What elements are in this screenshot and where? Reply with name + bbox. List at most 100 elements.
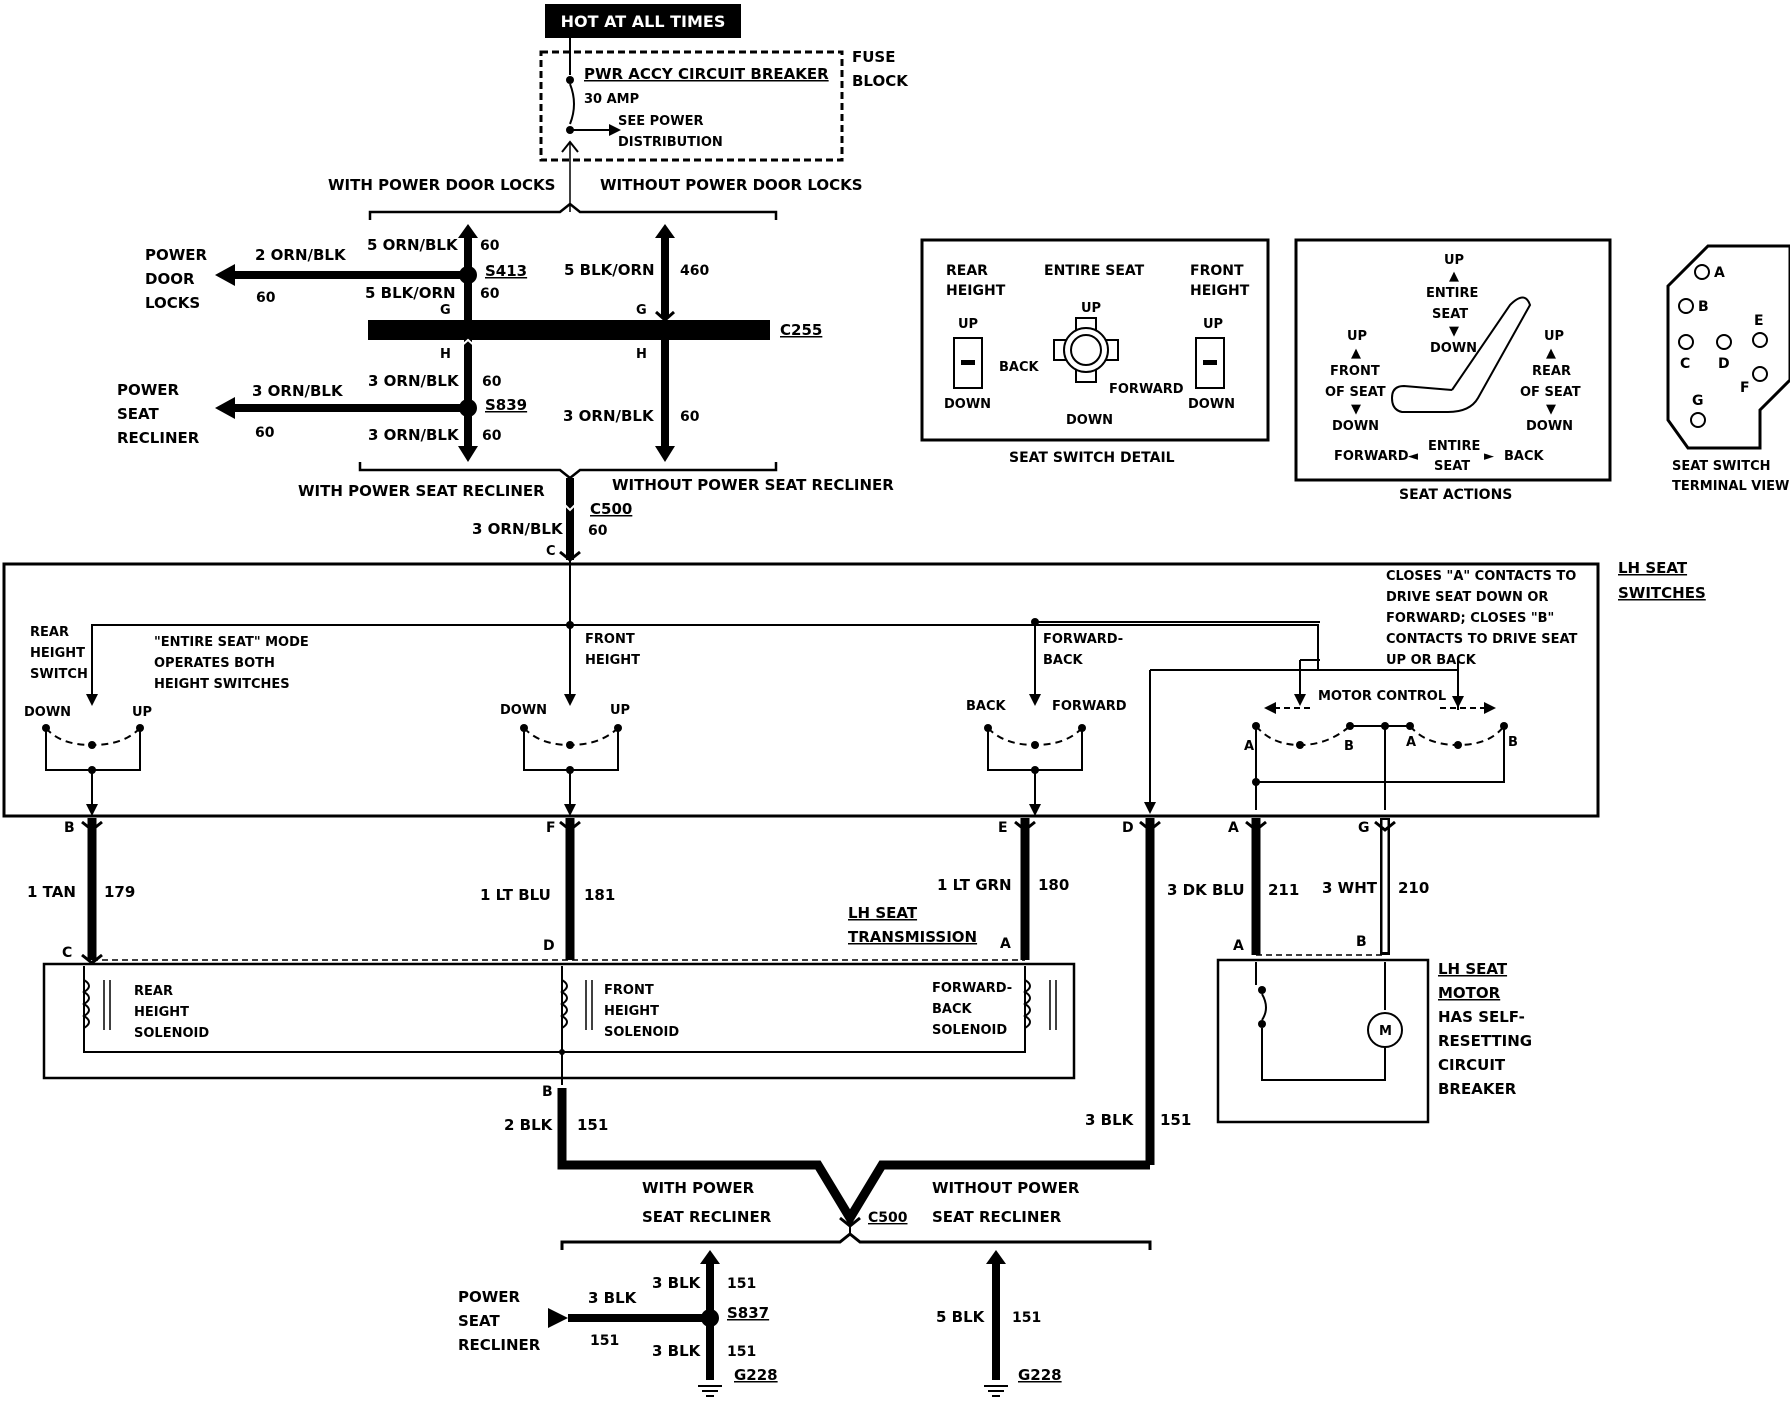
svg-text:▼: ▼ [1546,402,1556,417]
label-bottom_left-up_circ: 151 [727,1276,756,1292]
s839-up-circ: 60 [482,374,502,390]
s839-dn-wire: 3 ORN/BLK [368,426,460,444]
s413-dn-circ: 60 [480,286,500,302]
label-transmission-front-1: HEIGHT [604,1004,659,1019]
c255-pin-h1: H [440,347,451,362]
seat-actions-caption: SEAT ACTIONS [1399,487,1512,503]
label-lh_switches-note-3: CONTACTS TO DRIVE SEAT [1386,632,1578,647]
splice-s839: S839 [485,396,527,414]
svg-text:▼: ▼ [1351,402,1361,417]
right-460-circ: 460 [680,263,709,279]
lh-seat-motor-box [1216,958,1430,1124]
right-60-wire: 3 ORN/BLK [563,407,655,425]
label-wires-4-circ: 210 [1398,879,1429,897]
label-motor-text-5: BREAKER [1438,1080,1517,1098]
label-motor-text-2: HAS SELF- [1438,1008,1525,1026]
label-seat_actions-down: DOWN [1526,419,1573,434]
recliner-top-circ: 60 [255,425,275,441]
without-power-seat-recliner: WITHOUT POWER SEAT RECLINER [612,476,894,494]
label-seat_switch_detail-rear_l2: HEIGHT [946,283,1006,299]
label-seat_switch_detail-up: UP [958,317,978,332]
splice-s413: S413 [485,262,527,280]
label-terminal_view-pins-2: C [1680,356,1690,372]
c255-pin-g1: G [440,303,451,318]
c500-top-wire: 3 ORN/BLK [472,520,564,538]
label-wires-4-wire: 3 WHT [1322,879,1378,897]
label-lh_switches-note-2: FORWARD; CLOSES "B" [1386,611,1554,626]
label-seat_actions-rear_l1: REAR [1532,364,1571,379]
lh-seat-switches-1: LH SEAT [1618,559,1688,577]
label-seat_switch_detail-up: UP [1081,301,1101,316]
label-transmission-fb-2: SOLENOID [932,1023,1007,1038]
s413-dn-wire: 5 BLK/ORN [365,284,456,302]
terminal-view-outline [1666,244,1790,450]
label-motor-text-0: LH SEAT [1438,960,1508,978]
label-bottom_right-circ: 151 [1012,1310,1041,1326]
label-branch_bot-with_l1: WITH POWER [642,1179,755,1197]
ground-g228-left: G228 [734,1366,778,1384]
with-power-seat-recliner: WITH POWER SEAT RECLINER [298,482,545,500]
label-motor-text-4: CIRCUIT [1438,1056,1506,1074]
label-lh_switches-rear_l3: SWITCH [30,667,88,682]
door-locks-wire: 2 ORN/BLK [255,246,347,264]
label-seat_switch_detail-down: DOWN [1066,413,1113,428]
recliner-top-wire: 3 ORN/BLK [252,382,344,400]
label-transmission-rear-2: SOLENOID [134,1026,209,1041]
label-ground_wires-right_wire: 3 BLK [1085,1111,1135,1129]
recliner-top-3: RECLINER [117,429,200,447]
splice-s837: S837 [727,1304,769,1322]
label-terminal_view-pins-1: B [1698,299,1709,315]
label-seat_switch_detail-down: DOWN [1188,397,1235,412]
label-motor-text-1: MOTOR [1438,984,1501,1002]
terminal-view-caption-1: SEAT SWITCH [1672,459,1771,474]
label-lh_switches-up: UP [610,703,630,718]
label-seat_actions-down: DOWN [1430,341,1477,356]
label-seat_actions-entire_l1: ENTIRE [1426,286,1478,301]
label-branch_bot-without_l2: SEAT RECLINER [932,1208,1062,1226]
label-seat_actions-rear_l2: OF SEAT [1520,385,1581,400]
svg-text:►: ► [1484,449,1494,464]
label-seat_actions-up: UP [1347,329,1367,344]
label-seat_switch_detail-front_l1: FRONT [1190,263,1244,279]
label-seat_switch_detail-back: BACK [999,360,1040,375]
label-wires-0-wire: 1 TAN [27,883,76,901]
label-lh_switches-note-4: UP OR BACK [1386,653,1477,668]
label-bottom_right-wire: 5 BLK [936,1308,986,1326]
label-bottom_left-side_circ: 151 [590,1333,619,1349]
label-bottom_left-side_wire: 3 BLK [588,1289,638,1307]
label-wires-3-pin_label: A [1228,820,1239,836]
lh-seat-switches-2: SWITCHES [1618,584,1706,602]
c500-bottom-label: C500 [868,1210,908,1226]
label-lh_switches-rear_l1: REAR [30,625,69,640]
label-wires-0-pin: B [64,820,75,836]
label-seat_switch_detail-down: DOWN [944,397,991,412]
c255-label: C255 [780,321,822,339]
svg-text:▼: ▼ [1449,324,1459,339]
label-lh_switches-entire_note-0: "ENTIRE SEAT" MODE [154,635,309,650]
label-terminal_view-pins-5: F [1740,380,1750,396]
ground-g228-right: G228 [1018,1366,1062,1384]
label-branch_bot-with_l2: SEAT RECLINER [642,1208,772,1226]
with-power-door-locks: WITH POWER DOOR LOCKS [328,176,555,194]
door-locks-label-3: LOCKS [145,294,200,312]
breaker-amp: 30 AMP [584,92,639,107]
label-lh_switches-down: DOWN [24,705,71,720]
label-seat_actions-back: BACK [1504,449,1545,464]
seat-switch-detail-caption: SEAT SWITCH DETAIL [1009,450,1175,466]
label-terminal_view-pins-6: G [1692,393,1704,409]
motor-control-label: MOTOR CONTROL [1318,689,1446,704]
terminal-view-caption-2: TERMINAL VIEW [1672,479,1789,494]
label-bottom_left-l1: POWER [458,1288,521,1306]
label-wires-2-wire: 1 LT GRN [937,876,1012,894]
label-transmission-fb-0: FORWARD- [932,981,1012,996]
label-terminal_view-pins-0: A [1714,265,1725,281]
hot-banner-box [545,4,741,38]
svg-text:◄: ◄ [1408,449,1418,464]
label-bottom_left-l2: SEAT [458,1312,500,1330]
right-60-circ: 60 [680,409,700,425]
fuse-block-label-2: BLOCK [852,72,909,90]
label-bottom_left-l3: RECLINER [458,1336,541,1354]
label-lh_switches-entire_note-1: OPERATES BOTH [154,656,275,671]
label-transmission-front-2: SOLENOID [604,1025,679,1040]
c500-top-circ: 60 [588,523,608,539]
